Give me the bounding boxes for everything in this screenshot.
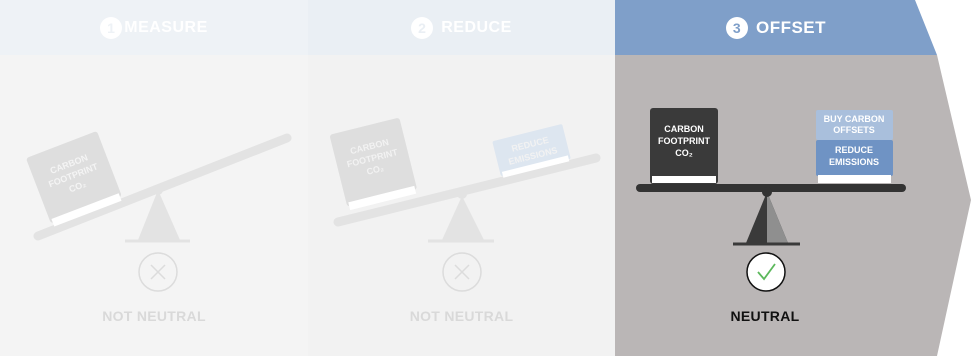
offsets-line1-offset: BUY CARBON <box>824 114 885 124</box>
step-header-measure: 1 MEASURE <box>0 0 308 55</box>
scale-reduce: CARBON FOOTPRINT CO₂ REDUCE EMISSIONS <box>330 118 601 292</box>
check-circle-icon <box>746 252 786 292</box>
fulcrum-measure <box>138 190 180 240</box>
step-number-badge: 3 <box>725 16 748 39</box>
footprint-block-measure <box>26 131 122 223</box>
step-title: OFFSET <box>755 17 827 37</box>
step-header-offset: 3 OFFSET <box>615 0 937 55</box>
step-header-reduce: 2 REDUCE <box>308 0 615 55</box>
beam-reduce <box>333 153 601 227</box>
footprint-block-offset <box>650 108 718 184</box>
offset-header-band <box>615 0 937 55</box>
status-label-reduce: NOT NEUTRAL <box>409 308 514 324</box>
reduce-block-offset <box>816 140 893 176</box>
offsets-line2-offset: OFFSETS <box>833 125 875 135</box>
status-label-offset: NEUTRAL <box>730 308 800 324</box>
footprint-block-reduce <box>330 118 417 207</box>
footprint-line2-offset: FOOTPRINT <box>658 136 710 146</box>
step-number-badge: 2 <box>411 16 434 39</box>
reduce-line1-offset: REDUCE <box>835 145 873 155</box>
beam-offset <box>636 184 906 192</box>
offsets-block-offset <box>816 110 893 140</box>
step-number-badge: 1 <box>100 16 123 39</box>
status-label-measure: NOT NEUTRAL <box>102 308 206 324</box>
scale-offset: CARBON FOOTPRINT CO₂ BUY CARBON OFFSETS … <box>636 108 906 292</box>
footprint-line3-reduce: CO₂ <box>366 163 385 177</box>
step-title: REDUCE <box>441 18 512 36</box>
fulcrum-reduce <box>442 196 484 240</box>
scale-measure: CARBON FOOTPRINT CO₂ <box>26 131 292 292</box>
step-title: MEASURE <box>124 18 208 36</box>
beam-measure <box>33 133 292 241</box>
footprint-line3-offset: CO₂ <box>675 148 693 158</box>
reduce-line2-offset: EMISSIONS <box>829 157 879 167</box>
footprint-line1-offset: CARBON <box>664 124 704 134</box>
